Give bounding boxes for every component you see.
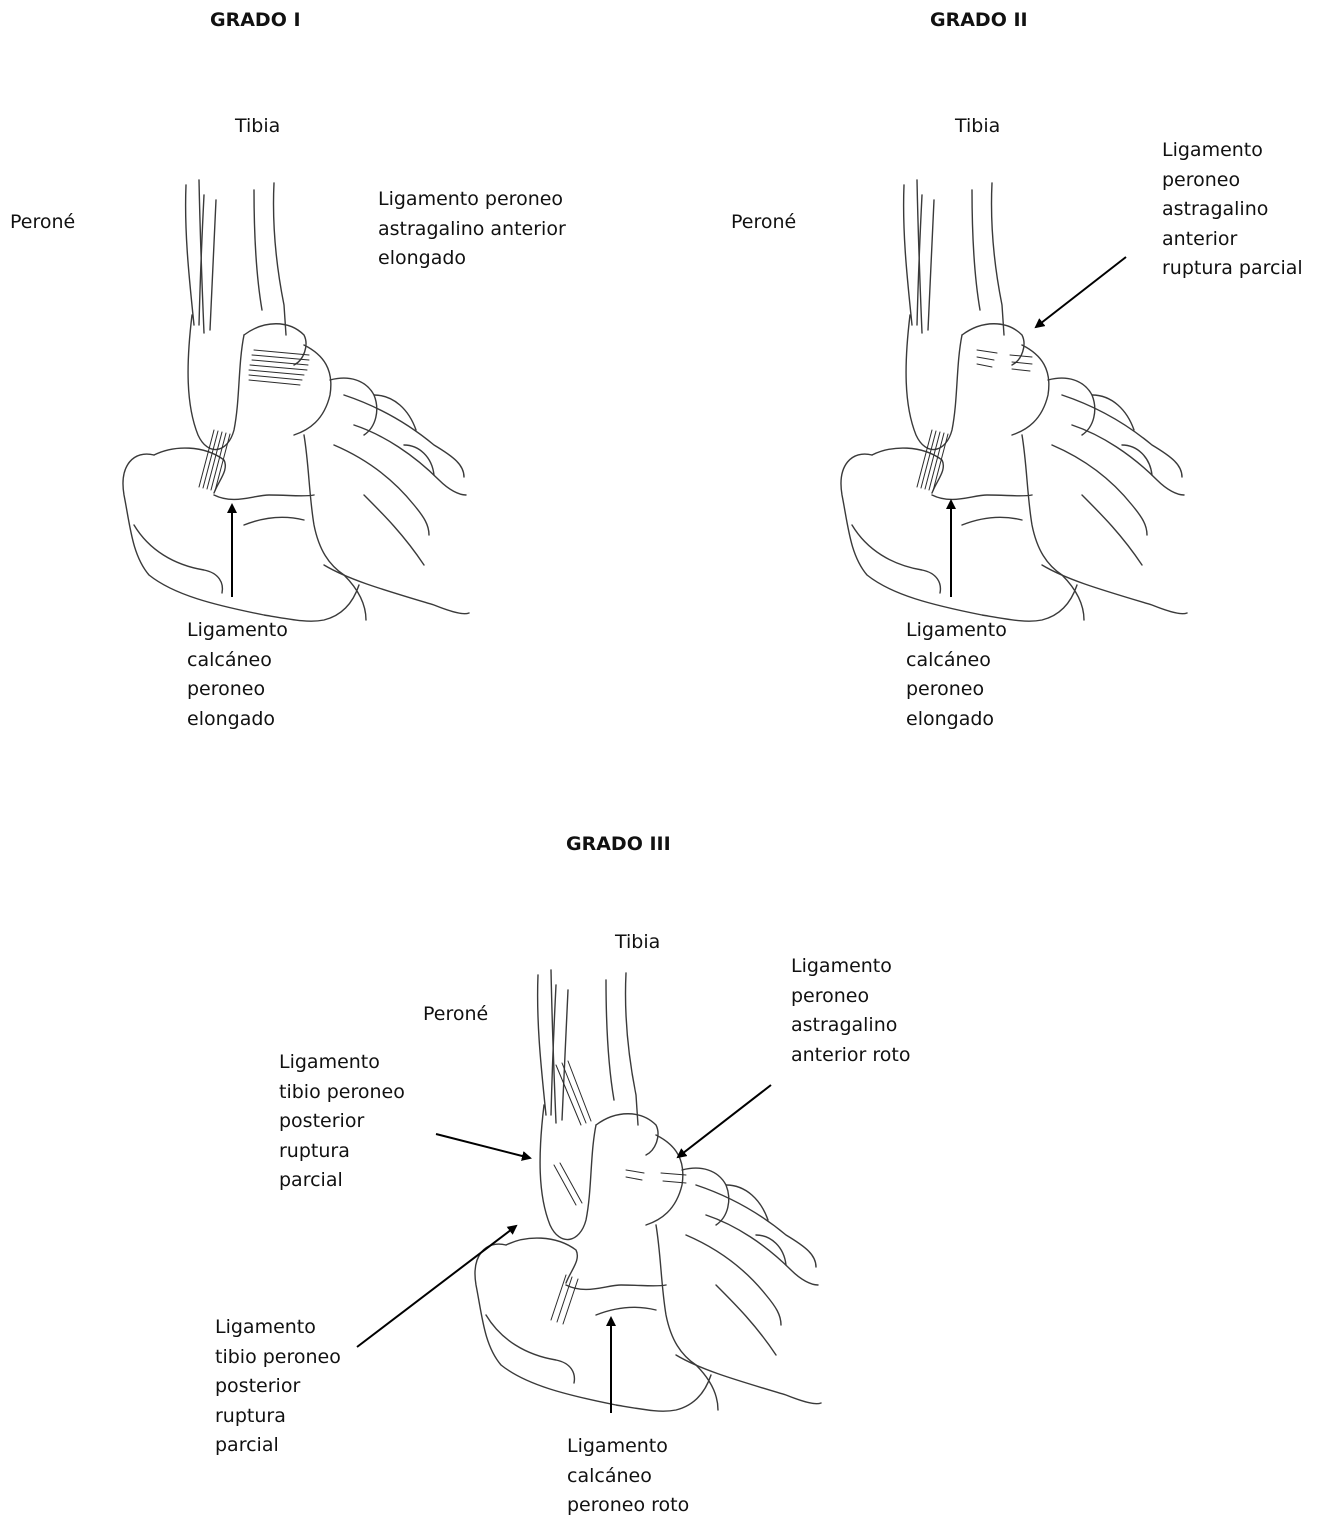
label-line: posterior xyxy=(279,1107,405,1137)
grado-i-calcaneal-ligament-fibers xyxy=(199,430,230,491)
grado-iii-tibiofibular-fibers xyxy=(554,1061,591,1205)
grado-i-title: GRADO I xyxy=(210,9,301,31)
grado-i-anterior-ligament-fibers xyxy=(249,350,309,385)
label-line: Ligamento xyxy=(187,616,288,646)
label-line: peroneo xyxy=(791,982,910,1012)
grado-i-perone-label: Peroné xyxy=(10,208,75,238)
grado-iii-upper-right-arrow xyxy=(678,1085,771,1157)
label-line: peroneo xyxy=(187,675,288,705)
grado-ii-perone-label: Peroné xyxy=(731,208,796,238)
label-line: tibio peroneo xyxy=(215,1343,341,1373)
label-line: tibio peroneo xyxy=(279,1078,405,1108)
label-line: calcáneo xyxy=(906,646,1007,676)
label-line: astragalino xyxy=(1162,195,1303,225)
grado-iii-anterior-ligament-fibers xyxy=(626,1170,686,1183)
label-line: elongado xyxy=(187,705,288,735)
label-line: parcial xyxy=(215,1431,341,1461)
label-line: parcial xyxy=(279,1166,405,1196)
label-line: Ligamento xyxy=(215,1313,341,1343)
label-line: Ligamento peroneo xyxy=(378,185,580,215)
label-line: ruptura xyxy=(215,1402,341,1432)
label-line: calcáneo xyxy=(187,646,288,676)
grado-ii-title: GRADO II xyxy=(930,9,1028,31)
grado-i-lower-label: Ligamento calcáneo peroneo elongado xyxy=(187,616,288,734)
label-line: ruptura parcial xyxy=(1162,254,1303,284)
grado-iii-calcaneal-ligament-fibers xyxy=(551,1275,578,1324)
label-line: peroneo roto xyxy=(567,1491,689,1521)
label-line: anterior xyxy=(1162,225,1303,255)
grado-iii-tibia-label: Tibia xyxy=(615,928,660,958)
grado-iii-left-lower-label: Ligamento tibio peroneo posterior ruptur… xyxy=(215,1313,341,1461)
label-line: Ligamento xyxy=(791,952,910,982)
grado-iii-drawing xyxy=(475,970,821,1411)
label-line: peroneo xyxy=(1162,166,1303,196)
grado-ii-lower-label: Ligamento calcáneo peroneo elongado xyxy=(906,616,1007,734)
grado-ii-drawing xyxy=(841,180,1187,621)
label-line: elongado xyxy=(378,244,580,274)
grado-iii-perone-label: Peroné xyxy=(423,1000,488,1030)
label-line: ruptura xyxy=(279,1137,405,1167)
grado-ii-upper-arrow xyxy=(1036,257,1126,327)
label-line: calcáneo xyxy=(567,1462,689,1492)
grado-iii-left-upper-label: Ligamento tibio peroneo posterior ruptur… xyxy=(279,1048,405,1196)
label-line: Ligamento xyxy=(567,1432,689,1462)
label-line: elongado xyxy=(906,705,1007,735)
grado-ii-anterior-ligament-fibers xyxy=(977,350,1032,371)
label-line: peroneo xyxy=(906,675,1007,705)
grado-i-tibia-label: Tibia xyxy=(235,112,280,142)
label-line: Ligamento xyxy=(906,616,1007,646)
label-line: anterior roto xyxy=(791,1041,910,1071)
grado-iii-left-lower-arrow xyxy=(357,1226,516,1347)
label-line: astragalino xyxy=(791,1011,910,1041)
label-line: Ligamento xyxy=(1162,136,1303,166)
label-line: astragalino anterior xyxy=(378,215,580,245)
grado-ii-tibia-label: Tibia xyxy=(955,112,1000,142)
label-line: Ligamento xyxy=(279,1048,405,1078)
grado-iii-upper-right-label: Ligamento peroneo astragalino anterior r… xyxy=(791,952,910,1070)
grado-iii-bottom-label: Ligamento calcáneo peroneo roto xyxy=(567,1432,689,1521)
label-line: posterior xyxy=(215,1372,341,1402)
grado-iii-title: GRADO III xyxy=(566,833,671,855)
grado-iii-left-upper-arrow xyxy=(436,1134,530,1158)
grado-i-upper-label: Ligamento peroneo astragalino anterior e… xyxy=(378,185,580,274)
grado-ii-upper-label: Ligamento peroneo astragalino anterior r… xyxy=(1162,136,1303,284)
grado-ii-calcaneal-ligament-fibers xyxy=(917,430,948,491)
